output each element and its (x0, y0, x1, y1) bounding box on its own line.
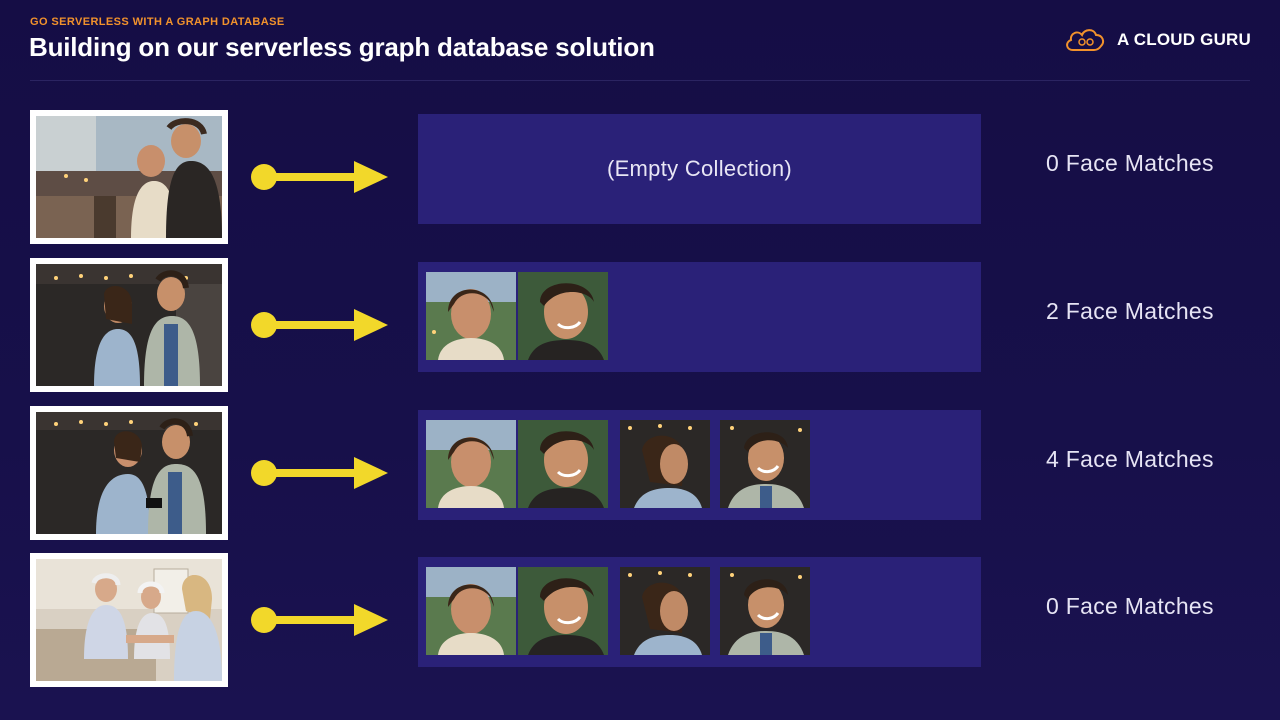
collection-panel (418, 410, 981, 520)
couple-talking-photo (30, 258, 228, 392)
header-divider (30, 80, 1250, 81)
face-match-count: 0 Face Matches (1046, 593, 1214, 619)
cloud-logo-icon (1066, 29, 1105, 51)
arrow-icon (251, 457, 388, 489)
collection-panel (418, 262, 981, 372)
row-4: 0 Face Matches (0, 553, 1280, 689)
face-thumbnail (426, 272, 516, 360)
brand-logo: A CLOUD GURU (1063, 27, 1251, 53)
face-thumbnail (720, 420, 810, 508)
row-1: (Empty Collection) 0 Face Matches (0, 110, 1280, 246)
slide-title: Building on our serverless graph databas… (29, 32, 655, 62)
face-match-count: 4 Face Matches (1046, 446, 1214, 472)
collection-panel (418, 557, 981, 667)
face-thumbnail (518, 420, 608, 508)
face-thumbnail (620, 567, 710, 655)
row-2: 2 Face Matches (0, 258, 1280, 394)
face-match-count: 0 Face Matches (1046, 150, 1214, 176)
face-thumbnail (426, 420, 516, 508)
face-thumbnail (518, 272, 608, 360)
elderly-couple-handshake-photo (30, 553, 228, 687)
couple-laughing-photo (30, 406, 228, 540)
collection-panel: (Empty Collection) (418, 114, 981, 224)
brand-name: A CLOUD GURU (1117, 30, 1251, 49)
face-thumbnail (720, 567, 810, 655)
row-3: 4 Face Matches (0, 406, 1280, 542)
face-thumbnail (426, 567, 516, 655)
arrow-icon (251, 309, 388, 341)
arrow-icon (251, 161, 388, 193)
face-match-count: 2 Face Matches (1046, 298, 1214, 324)
empty-collection-label: (Empty Collection) (606, 156, 793, 181)
arrow-icon (251, 604, 388, 636)
face-thumbnail (620, 420, 710, 508)
couple-walking-photo (30, 110, 228, 244)
slide-kicker: GO SERVERLESS WITH A GRAPH DATABASE (30, 16, 285, 28)
face-thumbnail (518, 567, 608, 655)
